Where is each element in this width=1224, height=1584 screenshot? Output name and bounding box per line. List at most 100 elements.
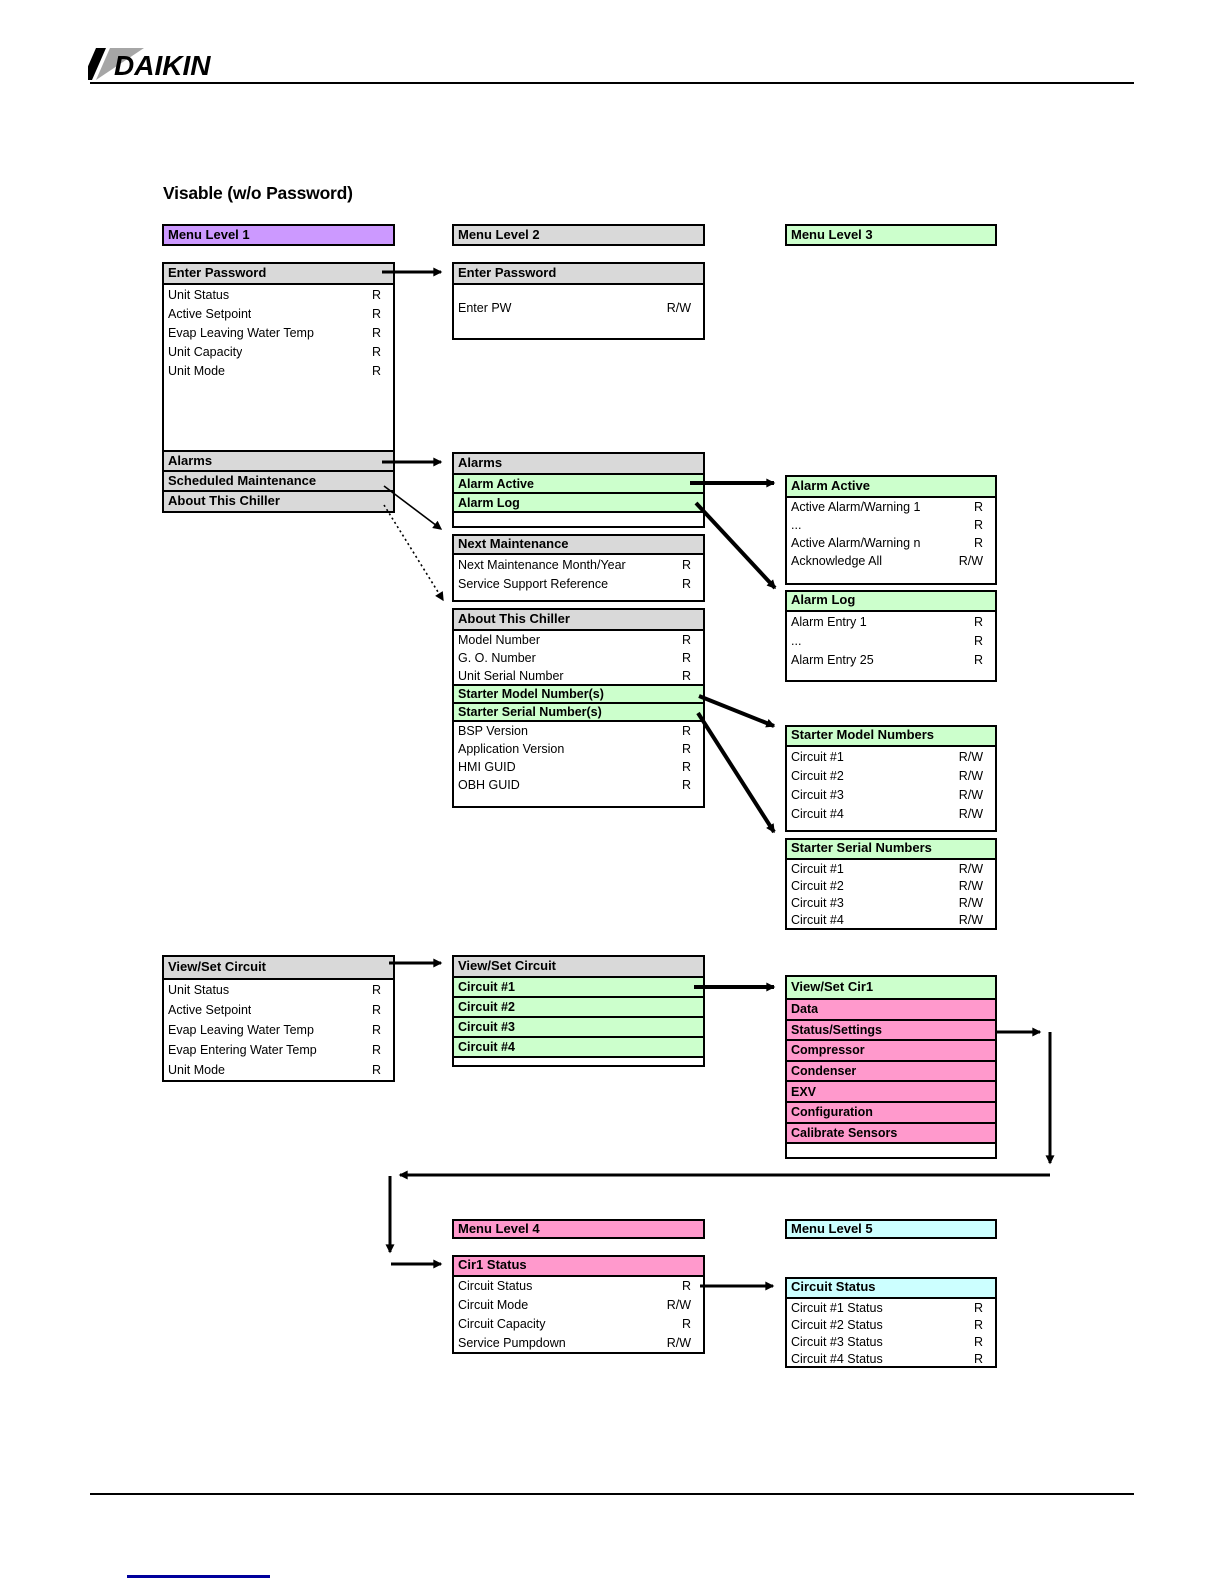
item-access: R — [681, 1279, 691, 1294]
item-access: R — [681, 778, 691, 793]
box-header: Next Maintenance — [454, 536, 703, 555]
item-access: R — [371, 1063, 381, 1077]
item-access: R — [973, 1334, 983, 1349]
item-label: Service Pumpdown — [458, 1335, 566, 1350]
submenu-row: EXV — [787, 1080, 995, 1103]
footer-rule — [90, 1493, 1134, 1495]
item-access: R — [973, 1317, 983, 1332]
item-label: Unit Mode — [168, 1063, 225, 1077]
item-label: HMI GUID — [458, 760, 516, 775]
submenu-row: Circuit #4 — [454, 1036, 703, 1058]
menu-item-row: ...R — [787, 516, 995, 534]
item-label: Circuit #2 — [458, 1000, 515, 1014]
item-label: Starter Model Number(s) — [458, 686, 604, 701]
daikin-logo-graphic: DAIKIN — [82, 48, 211, 81]
item-label: Circuit Mode — [458, 1298, 529, 1313]
item-access: R — [681, 633, 691, 648]
item-access: R — [973, 536, 983, 550]
submenu-row: Circuit #2 — [454, 996, 703, 1018]
l1-scheduled-maintenance-header: Scheduled Maintenance — [162, 470, 395, 492]
menu-level-1-header: Menu Level 1 — [162, 224, 395, 246]
box-header: Starter Serial Numbers — [787, 840, 995, 860]
submenu-row: Configuration — [787, 1100, 995, 1124]
menu-level-3-header: Menu Level 3 — [785, 224, 997, 246]
arrow-about-this-chiller — [383, 504, 444, 602]
item-access: R/W — [958, 768, 983, 783]
submenu-row: Compressor — [787, 1039, 995, 1062]
item-access: R — [973, 500, 983, 514]
submenu-row: Alarm Log — [454, 492, 703, 513]
item-access: R — [973, 614, 983, 629]
menu-item-row: Circuit #3 Status R — [787, 1333, 995, 1350]
item-label: Circuit #3 — [791, 787, 844, 802]
box-header: About This Chiller — [454, 610, 703, 631]
box-header: View/Set Circuit — [454, 957, 703, 978]
item-label: Active Alarm/Warning n — [791, 536, 921, 550]
item-label: Alarm Log — [458, 495, 520, 510]
box-header: Alarm Active — [787, 477, 995, 498]
item-access: R — [681, 576, 691, 591]
footer-link-underline[interactable] — [127, 1575, 270, 1578]
item-access: R/W — [666, 1335, 691, 1350]
item-label: Next Maintenance Month/Year — [458, 557, 626, 572]
item-access: R — [371, 363, 381, 378]
arrow-starter-model-numbers — [698, 694, 776, 728]
submenu-row: Condenser — [787, 1059, 995, 1083]
item-label: Alarm Entry 25 — [791, 652, 874, 667]
item-label: Evap Leaving Water Temp — [168, 1023, 314, 1037]
item-label: Enter PW — [458, 300, 512, 315]
box-header: View/Set Circuit — [164, 957, 393, 980]
item-label: Alarm Active — [458, 476, 534, 491]
item-access: R — [973, 633, 983, 648]
item-label: Acknowledge All — [791, 554, 883, 568]
box-header: Alarms — [454, 454, 703, 475]
item-label: OBH GUID — [458, 778, 520, 793]
item-access: R — [371, 287, 381, 302]
item-label: Circuit #3 Status — [791, 1334, 883, 1349]
item-access: R — [681, 651, 691, 666]
submenu-row: Starter Serial Number(s) — [454, 701, 703, 722]
item-access: R — [371, 325, 381, 340]
item-label: Circuit #1 — [791, 861, 844, 876]
item-access: R/W — [958, 861, 983, 876]
box-header: View/Set Cir1 — [787, 977, 995, 1000]
item-access: R — [371, 1023, 381, 1037]
submenu-row: Starter Model Number(s) — [454, 683, 703, 704]
submenu-row: Alarm Active — [454, 473, 703, 494]
item-label: Circuit #4 — [791, 913, 844, 928]
item-label: ... — [791, 633, 802, 648]
item-access: R/W — [958, 895, 983, 910]
item-label: Service Support Reference — [458, 576, 609, 591]
daikin-logo-text: DAIKIN — [114, 50, 211, 81]
item-label: Unit Status — [168, 983, 230, 997]
menu-level-2-header: Menu Level 2 — [452, 224, 705, 246]
l3-starter-serial-numbers-box: Starter Serial Numbers Circuit #1 R/W Circ… — [785, 838, 997, 930]
item-access: R — [973, 518, 983, 532]
item-access: R — [371, 344, 381, 359]
box-header: Enter Password — [454, 264, 703, 285]
